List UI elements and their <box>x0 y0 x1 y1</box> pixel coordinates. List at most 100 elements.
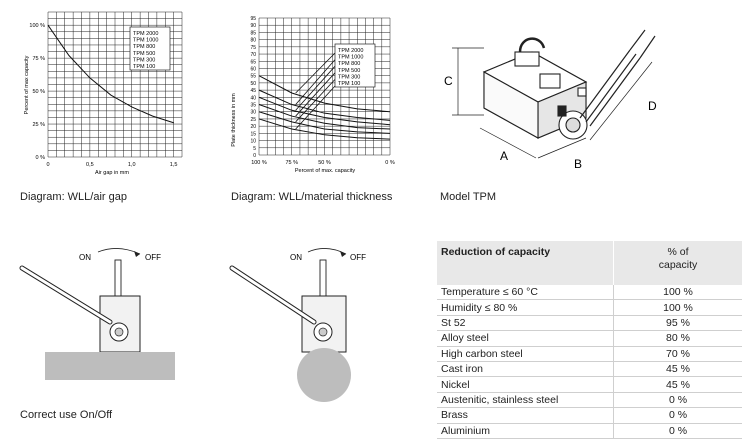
x-tick-label: 0 % <box>385 160 395 166</box>
legend-entry: TPM 800 <box>133 44 155 50</box>
y-tick-label: 35 <box>250 103 256 109</box>
wll-air-gap-chart: Percent of max capacity Air gap in mm 10… <box>24 11 183 176</box>
chart2-x-ticks: 100 %75 %50 %0 % <box>251 160 395 166</box>
row-label: Cast iron <box>437 361 614 378</box>
y-tick-label: 70 <box>250 52 256 58</box>
y-tick-label: 40 <box>250 95 256 101</box>
row-value: 70 % <box>613 346 742 362</box>
row-label: Temperature ≤ 60 °C <box>437 285 614 301</box>
row-value: 0 % <box>613 423 742 439</box>
chart2-series <box>258 52 391 140</box>
table-title: Reduction of capacity <box>437 241 614 285</box>
row-label: Humidity ≤ 80 % <box>437 299 614 316</box>
label-off-left: OFF <box>145 253 161 262</box>
caption-correct-use: Correct use On/Off <box>20 409 113 421</box>
dimension-d-label: D <box>648 99 657 113</box>
legend-leader-line <box>295 65 336 111</box>
y-tick-label: 15 <box>250 131 256 137</box>
chart1-series <box>47 24 174 124</box>
illustration-round-bar: ON OFF <box>229 248 366 402</box>
series-line <box>258 118 391 140</box>
magnet-body <box>482 37 588 140</box>
legend-leader-line <box>295 79 336 123</box>
legend-entry: TPM 2000 <box>338 48 363 54</box>
y-tick-label: 85 <box>250 30 256 36</box>
percent-header-line1: % of <box>667 246 689 258</box>
row-label: St 52 <box>437 315 614 332</box>
legend-entry: TPM 2000 <box>133 31 158 37</box>
legend-leader-line <box>295 59 336 105</box>
series-line <box>258 75 391 113</box>
row-value: 0 % <box>613 392 742 409</box>
series-line <box>258 89 391 121</box>
x-tick-label: 1,0 <box>128 162 136 168</box>
y-tick-label: 20 <box>250 124 256 130</box>
x-tick-label: 0,5 <box>86 162 94 168</box>
row-value: 80 % <box>613 330 742 347</box>
dimension-c-label: C <box>444 74 453 88</box>
row-value: 100 % <box>613 285 742 301</box>
legend-entry: TPM 100 <box>133 64 155 70</box>
illustration-flat-plate: ON OFF <box>19 248 175 380</box>
y-tick-label: 65 <box>250 59 256 65</box>
y-tick-label: 0 % <box>36 155 46 161</box>
y-tick-label: 60 <box>250 66 256 72</box>
percent-header-line2: capacity <box>658 259 698 271</box>
x-tick-label: 0 <box>46 162 49 168</box>
correct-use-on-off-drawing: ON OFF ON OFF <box>19 248 366 402</box>
magnet-handle <box>579 29 656 127</box>
table-percent-header: % of capacity <box>613 241 742 285</box>
series-line <box>258 111 391 134</box>
row-label: Austenitic, stainless steel <box>437 392 614 409</box>
x-tick-label: 50 % <box>318 160 331 166</box>
y-tick-label: 75 % <box>32 56 45 62</box>
legend-box <box>129 26 171 71</box>
y-tick-label: 5 <box>253 146 256 152</box>
y-tick-label: 95 <box>250 16 256 22</box>
wll-material-thickness-chart: Plate thickness in mm Percent of max. ca… <box>231 16 395 174</box>
x-tick-label: 100 % <box>251 160 267 166</box>
chart1-y-axis-label: Percent of max capacity <box>24 55 30 114</box>
legend-entry: TPM 300 <box>338 74 360 80</box>
legend-entry: TPM 100 <box>338 81 360 87</box>
legend-leader-line <box>295 85 336 130</box>
y-tick-label: 75 <box>250 45 256 51</box>
dimension-a-label: A <box>500 149 508 163</box>
row-value: 45 % <box>613 361 742 378</box>
legend-leader-line <box>295 52 336 94</box>
row-value: 100 % <box>613 299 742 316</box>
row-value: 95 % <box>613 315 742 332</box>
legend-entry: TPM 1000 <box>338 55 363 61</box>
y-tick-label: 30 <box>250 110 256 116</box>
label-on-right: ON <box>290 253 302 262</box>
row-label: Nickel <box>437 376 614 393</box>
row-label: Brass <box>437 407 614 424</box>
legend-leader-line <box>295 72 336 117</box>
label-on-left: ON <box>79 253 91 262</box>
y-tick-label: 90 <box>250 23 256 29</box>
caption-material-thickness: Diagram: WLL/material thickness <box>231 191 393 203</box>
table-row: Humidity ≤ 80 %100 % <box>437 299 742 316</box>
table-header-row: Reduction of capacity % of capacity <box>437 241 742 285</box>
reduction-of-capacity-table: Reduction of capacity % of capacity Temp… <box>437 241 742 439</box>
y-tick-label: 50 <box>250 81 256 87</box>
caption-model: Model TPM <box>440 191 497 203</box>
series-line <box>258 104 391 130</box>
row-label: High carbon steel <box>437 346 614 362</box>
dimension-lines <box>452 47 653 159</box>
chart1-y-ticks: 100 %75 %50 %25 %0 % <box>29 23 45 161</box>
series-line <box>258 96 391 126</box>
y-tick-label: 10 <box>250 139 256 145</box>
